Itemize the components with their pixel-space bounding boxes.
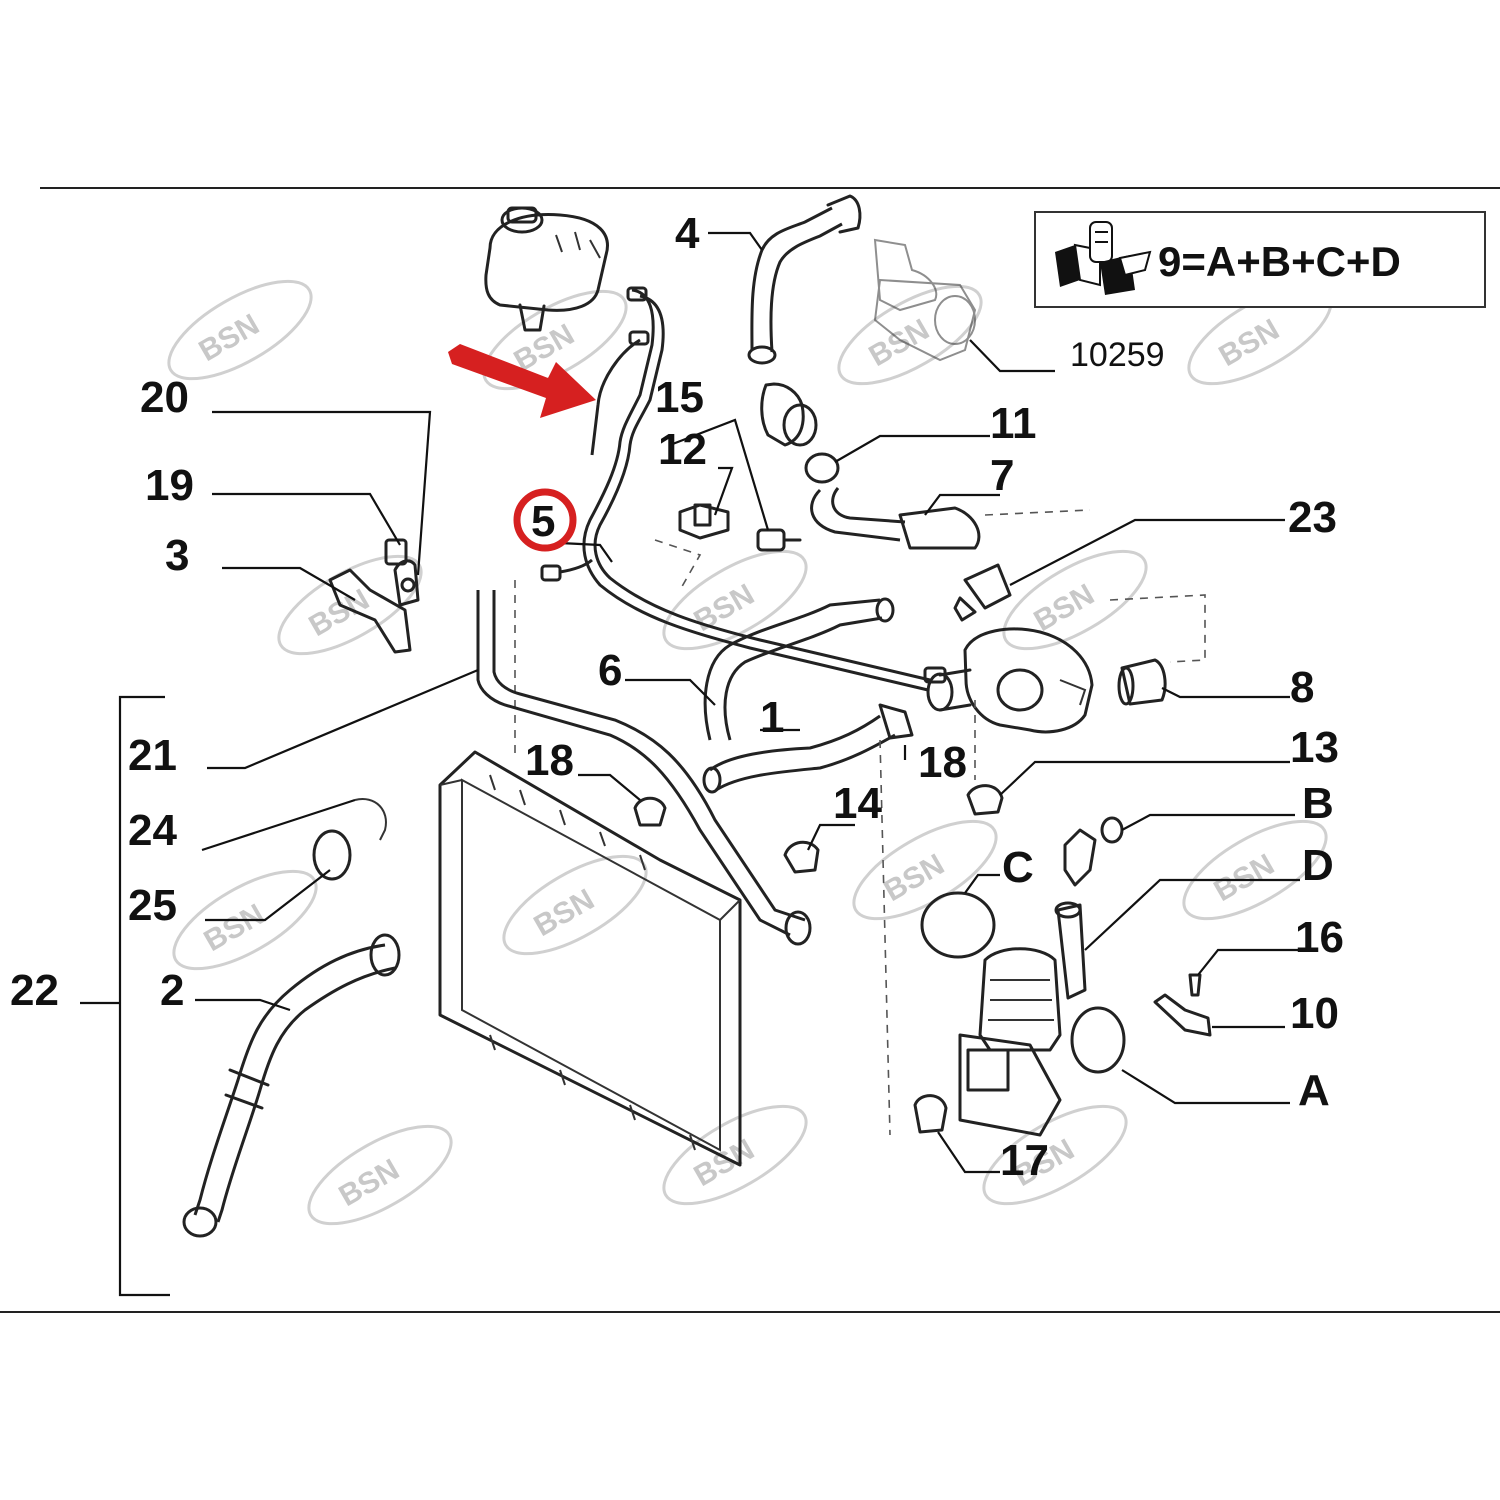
dashed-guides xyxy=(514,509,1206,1136)
callout-A: A xyxy=(1298,1066,1330,1115)
hose-part-1 xyxy=(702,714,896,794)
callout-3: 3 xyxy=(165,531,189,580)
ring-part-11 xyxy=(804,452,840,484)
callout-24: 24 xyxy=(128,806,177,855)
hose-part-6 xyxy=(703,597,895,741)
coolant-housing-part xyxy=(926,627,1094,734)
callout-5-highlight: 5 xyxy=(513,488,577,552)
fitting-part xyxy=(1063,828,1097,887)
kit-formula: 9=A+B+C+D xyxy=(1158,238,1401,285)
filter-part-8 xyxy=(1117,658,1167,706)
callout-18-left: 18 xyxy=(525,736,574,785)
callout-4: 4 xyxy=(675,209,700,258)
clamp-part-17 xyxy=(913,1094,948,1134)
clamp-part-18-left xyxy=(633,796,667,827)
hose-part-2 xyxy=(182,933,401,1238)
callout-13: 13 xyxy=(1290,723,1339,772)
pipe-part-D xyxy=(1054,901,1087,1000)
callout-8: 8 xyxy=(1290,663,1314,712)
oil-filter-housing-part xyxy=(958,947,1062,1137)
callout-19: 19 xyxy=(145,461,194,510)
sensor-part-15 xyxy=(756,528,802,552)
callout-11: 11 xyxy=(990,399,1037,448)
callout-7: 7 xyxy=(990,451,1014,500)
hose-part-7 xyxy=(810,487,981,550)
clamp-part-18-right xyxy=(878,703,914,740)
callout-18-right: 18 xyxy=(918,738,967,787)
clamp-part-14 xyxy=(783,840,820,874)
hose-part-4 xyxy=(747,194,862,447)
callout-B: B xyxy=(1302,779,1334,828)
callout-6: 6 xyxy=(598,646,622,695)
callout-1: 1 xyxy=(760,693,784,742)
radiator-part xyxy=(438,750,742,1167)
seal-part-B xyxy=(1100,816,1124,844)
kit-package-icon xyxy=(1055,221,1152,295)
callout-16: 16 xyxy=(1295,913,1344,962)
seal-part-C xyxy=(920,891,996,959)
watermark-layer: BSN BSN BSN BSN BSN BSN BSN BSN BSN BSN … xyxy=(167,279,1333,1226)
callout-15: 15 xyxy=(655,373,704,422)
leader-lines xyxy=(80,231,1300,1297)
callout-D: D xyxy=(1302,841,1334,890)
thermostat-housing-part xyxy=(873,238,977,362)
seal-part-25 xyxy=(312,829,352,881)
callout-14: 14 xyxy=(833,779,882,828)
callout-23: 23 xyxy=(1288,493,1337,542)
kit-box: 9=A+B+C+D xyxy=(1034,211,1486,308)
callout-10: 10 xyxy=(1290,989,1339,1038)
callout-22: 22 xyxy=(10,966,59,1015)
callout-21: 21 xyxy=(128,731,177,780)
callout-10259: 10259 xyxy=(1070,336,1165,374)
callout-20: 20 xyxy=(140,373,189,422)
clamp-part-13 xyxy=(966,784,1004,816)
bolt-part-16 xyxy=(1188,973,1202,997)
seal-part-24 xyxy=(354,798,387,841)
bracket-part-10 xyxy=(1153,993,1212,1037)
callout-17: 17 xyxy=(1000,1136,1049,1185)
callout-25: 25 xyxy=(128,881,177,930)
bracket-part-12 xyxy=(678,503,730,540)
expansion-tank-part xyxy=(484,206,609,332)
callout-C: C xyxy=(1002,843,1034,892)
highlight-arrow xyxy=(448,344,596,418)
callout-12: 12 xyxy=(658,425,707,474)
callout-5: 5 xyxy=(531,497,555,546)
bleed-hose-part xyxy=(540,286,947,692)
sensor-part-23 xyxy=(953,563,1012,622)
pipe-part-21 xyxy=(476,590,812,946)
gasket-part-A xyxy=(1070,1006,1126,1074)
callout-2: 2 xyxy=(160,966,184,1015)
